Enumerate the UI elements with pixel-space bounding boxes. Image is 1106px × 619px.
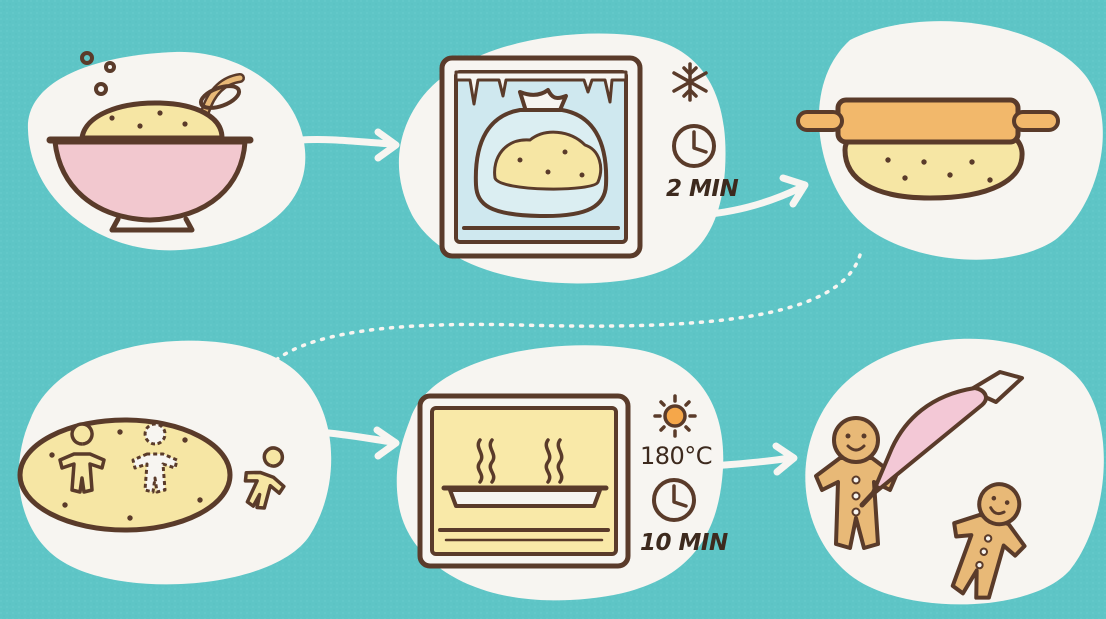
freeze-time-label: 2 MIN — [666, 176, 738, 202]
step-bake — [397, 345, 724, 600]
clock-icon — [654, 480, 694, 520]
step-freeze — [399, 34, 726, 284]
baking-tray-icon — [444, 488, 606, 506]
sun-icon — [655, 396, 695, 436]
step-cut — [19, 341, 331, 585]
oven-icon — [420, 396, 628, 566]
bake-time-label: 10 MIN — [640, 530, 728, 556]
fridge-icon — [442, 58, 640, 256]
rolling-pin-icon — [798, 100, 1058, 142]
clock-icon — [674, 126, 714, 166]
dough-sheet-icon — [20, 420, 230, 530]
bake-temperature-label: 180°C — [640, 442, 712, 470]
step-decorate — [805, 339, 1104, 607]
